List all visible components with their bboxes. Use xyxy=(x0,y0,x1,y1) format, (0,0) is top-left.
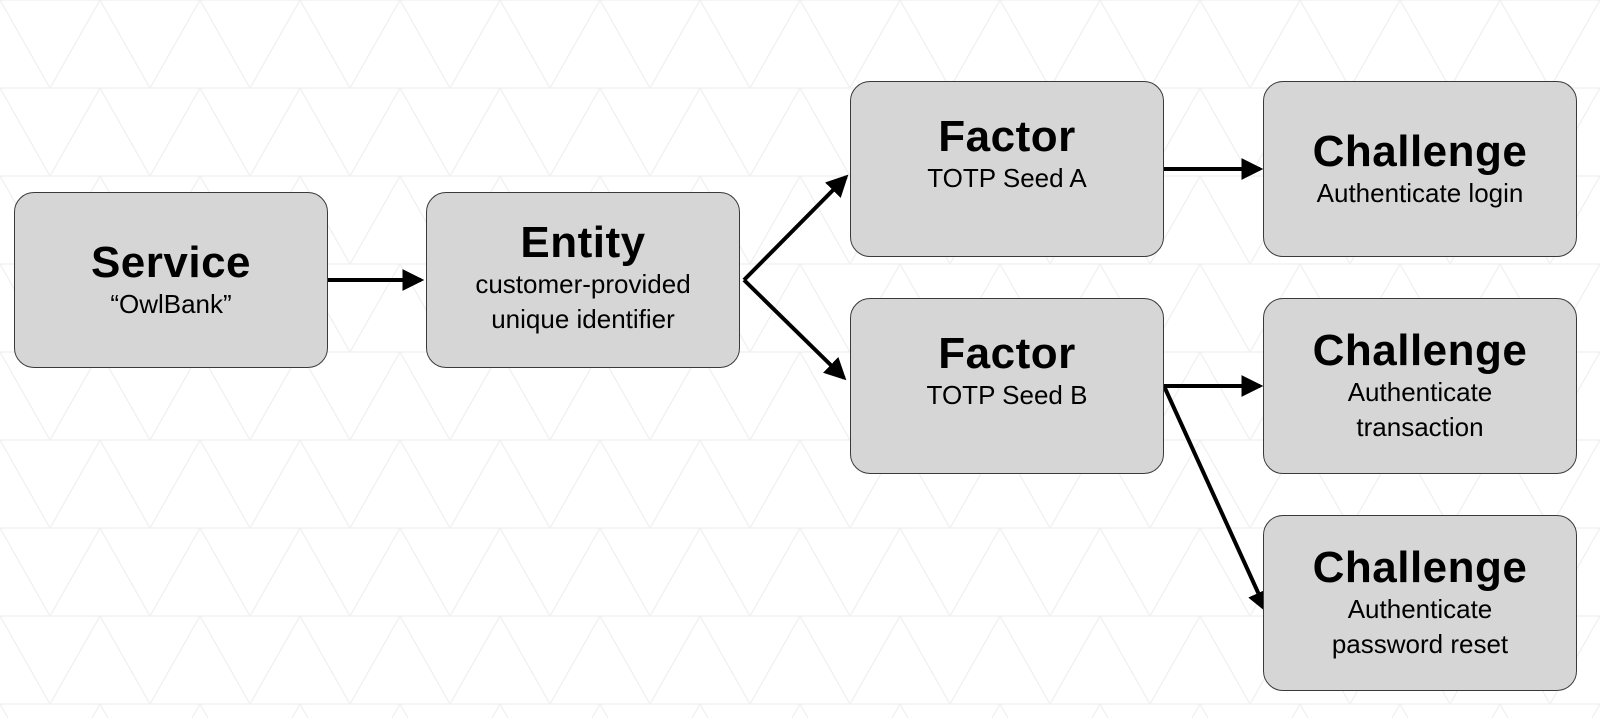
challenge-1-subtitle: Authenticate login xyxy=(1316,177,1524,208)
factor-b-node-content: Factor TOTP Seed B xyxy=(917,328,1098,413)
challenge-2-title: Challenge xyxy=(1312,326,1528,375)
challenge-2-subtitle-line-2: transaction xyxy=(1356,412,1484,442)
challenge-3-subtitle-line-1: Authenticate xyxy=(1347,594,1493,624)
entity-node: Entity customer-provided unique identifi… xyxy=(426,192,740,368)
challenge-3-node: Challenge Authenticate password reset xyxy=(1263,515,1577,691)
challenge-1-node: Challenge Authenticate login xyxy=(1263,81,1577,257)
factor-b-node: Factor TOTP Seed B xyxy=(850,298,1164,474)
challenge-2-subtitle-line-1: Authenticate xyxy=(1347,377,1493,407)
challenge-3-subtitle-line-2: password reset xyxy=(1331,629,1509,659)
challenge-2-node: Challenge Authenticate transaction xyxy=(1263,298,1577,474)
entity-subtitle-line-2: unique identifier xyxy=(491,304,675,334)
factor-a-title: Factor xyxy=(938,111,1076,161)
factor-a-node: Factor TOTP Seed A xyxy=(850,81,1164,257)
challenge-1-node-content: Challenge Authenticate login xyxy=(1307,126,1534,211)
service-node: Service “OwlBank” xyxy=(14,192,328,368)
entity-node-content: Entity customer-provided unique identifi… xyxy=(465,219,700,337)
factor-a-node-content: Factor TOTP Seed A xyxy=(917,111,1096,196)
service-subtitle: “OwlBank” xyxy=(110,288,232,319)
factor-b-subtitle: TOTP Seed B xyxy=(926,379,1088,410)
entity-subtitle-line-1: customer-provided xyxy=(475,269,691,299)
challenge-1-title: Challenge xyxy=(1312,126,1528,176)
service-node-content: Service “OwlBank” xyxy=(90,237,252,322)
factor-b-title: Factor xyxy=(938,328,1076,378)
service-title: Service xyxy=(90,237,252,287)
challenge-3-node-content: Challenge Authenticate password reset xyxy=(1313,544,1528,662)
entity-title: Entity xyxy=(520,218,646,267)
factor-a-subtitle: TOTP Seed A xyxy=(927,162,1087,193)
challenge-2-node-content: Challenge Authenticate transaction xyxy=(1313,327,1528,445)
challenge-3-title: Challenge xyxy=(1312,543,1528,592)
